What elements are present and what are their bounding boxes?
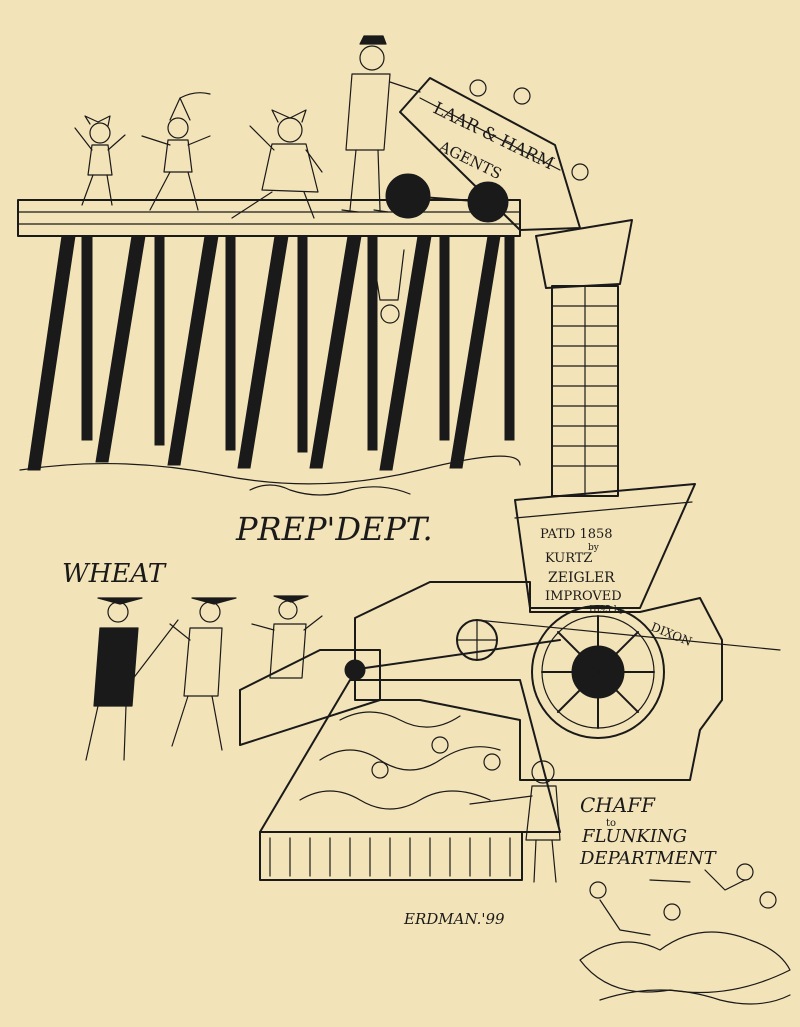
hopper-line4: ZEIGLER bbox=[548, 570, 615, 586]
figure-agent-man bbox=[341, 35, 421, 213]
machine-hopper: PATD 1858 by KURTZ ZEIGLER IMPROVED 1895… bbox=[514, 483, 696, 615]
graduate-2 bbox=[169, 597, 237, 751]
graduate-1 bbox=[85, 597, 179, 761]
grain-bin bbox=[259, 679, 561, 881]
artist-signature: ERDMAN.'99 bbox=[403, 910, 505, 928]
wheel-label: DIXON bbox=[649, 620, 694, 649]
figure-dancer-1 bbox=[74, 115, 126, 206]
figure-dancer-3 bbox=[231, 109, 323, 219]
feed-chute bbox=[535, 219, 633, 497]
agents-cart: LAAR & HARM AGENTS bbox=[385, 77, 589, 231]
chaff-label-line1: CHAFF bbox=[580, 793, 656, 817]
hopper-line1: PATD 1858 bbox=[540, 527, 613, 542]
hopper-line5: IMPROVED bbox=[545, 589, 622, 604]
figure-worker bbox=[469, 760, 561, 883]
prep-dept-label: PREP'DEPT. bbox=[235, 510, 433, 548]
hopper-line6: 1895 by bbox=[588, 605, 626, 615]
chaff-label-line4: DEPARTMENT bbox=[579, 848, 718, 869]
chaff-label-line3: FLUNKING bbox=[581, 826, 687, 847]
hopper-line3: KURTZ bbox=[545, 551, 592, 566]
wheat-label: WHEAT bbox=[62, 559, 167, 589]
graduate-3 bbox=[251, 595, 323, 679]
figure-dancer-2 bbox=[141, 92, 211, 211]
chaff-pile bbox=[579, 863, 791, 1005]
hopper-line2: by bbox=[588, 543, 600, 553]
chaff-label-line2: to bbox=[606, 818, 616, 829]
trestle-platform bbox=[17, 199, 521, 496]
falling-figure bbox=[371, 249, 405, 324]
